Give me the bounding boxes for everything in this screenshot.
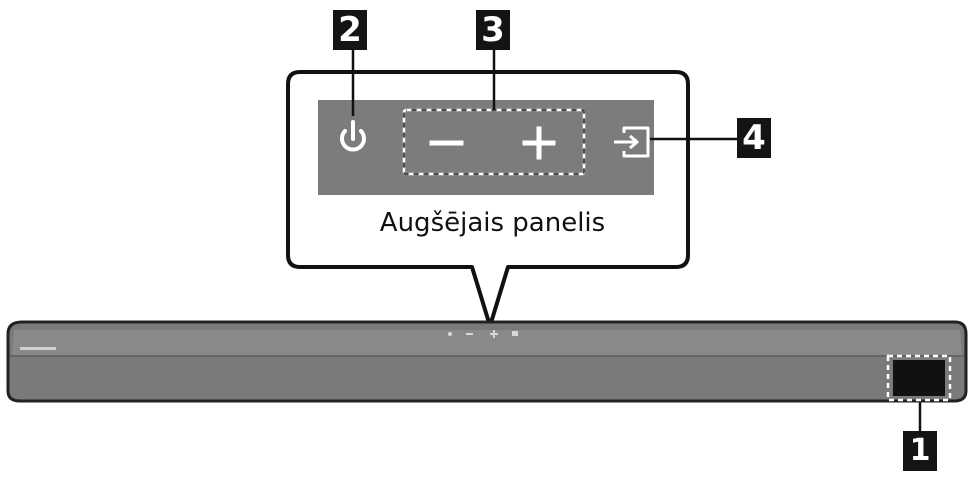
soundbar-top-controls — [448, 330, 518, 338]
number-badge-2: 2 — [333, 10, 367, 50]
soundbar — [6, 320, 968, 403]
number-badge-4: 4 — [737, 118, 771, 158]
brand-logo — [20, 347, 56, 350]
callout-caption: Augšējais panelis — [379, 208, 606, 238]
display-window — [893, 360, 945, 396]
display-highlight — [886, 354, 952, 402]
number-badge-1: 1 — [903, 431, 937, 471]
source-input-icon[interactable] — [614, 126, 650, 158]
top-panel-surface — [318, 100, 654, 195]
power-icon[interactable] — [340, 120, 366, 152]
plus-icon[interactable] — [522, 126, 556, 160]
number-badge-3: 3 — [476, 10, 510, 50]
